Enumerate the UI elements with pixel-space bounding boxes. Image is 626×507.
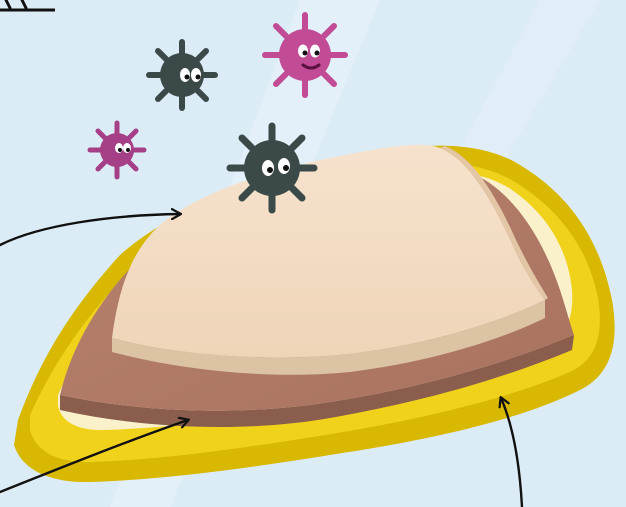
dark-germ-center [230, 126, 314, 210]
dark-germ-top-left [149, 42, 215, 108]
pink-germ-left [90, 123, 144, 177]
pink-germ-top-right [265, 15, 345, 95]
